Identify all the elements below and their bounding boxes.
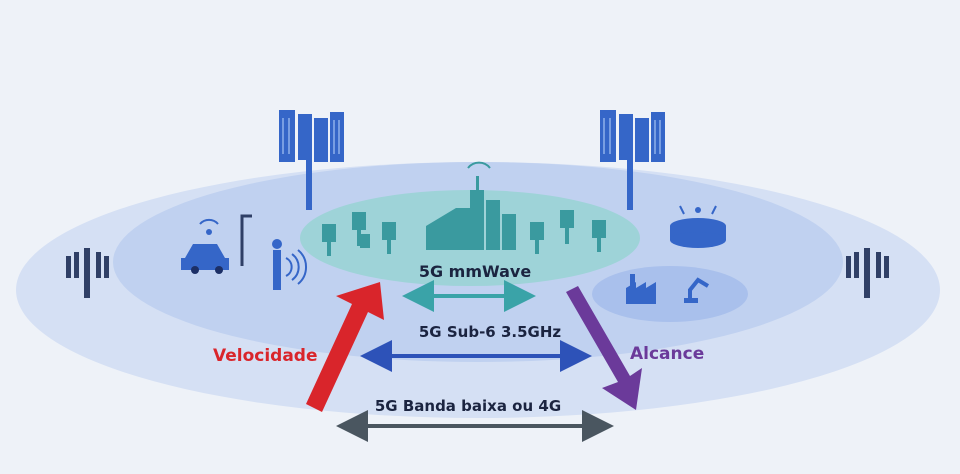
city-buildings-icon	[426, 161, 516, 250]
range-label: Alcance	[630, 344, 705, 364]
range-arrow	[566, 286, 642, 410]
antenna-right-icon	[846, 248, 889, 298]
speed-label: Velocidade	[213, 346, 318, 366]
mmwave-label: 5G mmWave	[418, 262, 532, 281]
factory-icon	[626, 274, 656, 304]
connected-car-icon	[181, 218, 229, 274]
speed-arrow	[306, 282, 384, 412]
iot-device-icon	[272, 239, 308, 290]
robot-arm-icon	[684, 277, 710, 303]
stadium-icon	[670, 205, 726, 248]
sub6-label: 5G Sub-6 3.5GHz	[418, 323, 562, 341]
small-cells-right-icon	[530, 210, 606, 254]
factory-zone	[592, 266, 748, 322]
lowband-label: 5G Banda baixa ou 4G	[374, 397, 562, 415]
macro-tower-right-icon	[600, 110, 665, 210]
macro-tower-left-icon	[279, 110, 344, 210]
small-cells-left-icon	[322, 212, 396, 256]
streetlight-icon	[240, 214, 252, 266]
antenna-left-icon	[66, 248, 109, 298]
